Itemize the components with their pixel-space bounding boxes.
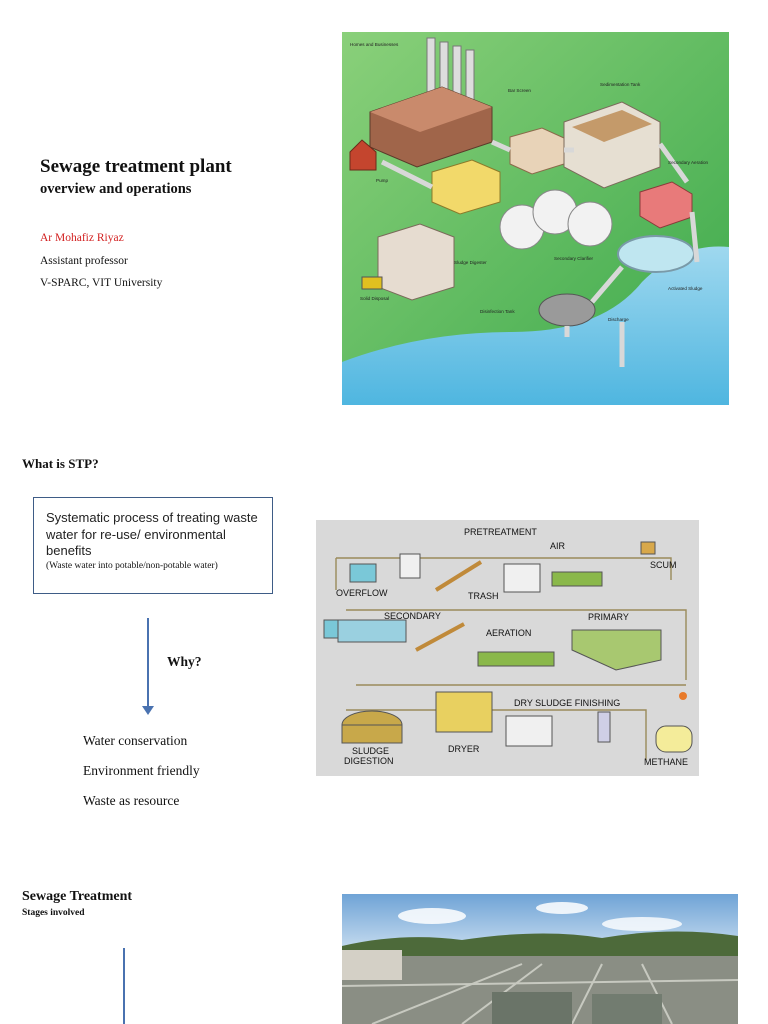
label-disinfection: Disinfection Tank bbox=[480, 309, 515, 314]
label-sludge: SLUDGE bbox=[352, 746, 389, 756]
arrow-down-icon bbox=[142, 706, 154, 715]
stages-arrow-line bbox=[123, 948, 125, 1024]
label-methane: METHANE bbox=[644, 757, 688, 767]
reason-item: Water conservation bbox=[83, 733, 188, 748]
label-secondary: SECONDARY bbox=[384, 611, 441, 621]
label-pretreatment: PRETREATMENT bbox=[464, 527, 537, 537]
author-role: Assistant professor bbox=[40, 255, 128, 267]
label-homes: Homes and Businesses bbox=[350, 42, 399, 47]
plant-photo bbox=[342, 894, 738, 1024]
slide-subtitle: overview and operations bbox=[40, 181, 192, 197]
section-heading-what-is-stp: What is STP? bbox=[22, 456, 99, 471]
why-label: Why? bbox=[167, 654, 202, 669]
label-bar-screen: Bar Screen bbox=[508, 88, 531, 93]
author-organization: V-SPARC, VIT University bbox=[40, 277, 163, 289]
plant-illustration: Homes and Businesses Bar Screen Sediment… bbox=[342, 32, 729, 405]
label-scum: SCUM bbox=[650, 560, 677, 570]
label-trash: TRASH bbox=[468, 591, 499, 601]
slide-title: Sewage treatment plant bbox=[40, 156, 232, 177]
label-pump: Pump bbox=[376, 178, 388, 183]
label-overflow: OVERFLOW bbox=[336, 588, 388, 598]
reason-item: Environment friendly bbox=[83, 763, 200, 778]
label-activated-sludge: Activated Sludge bbox=[668, 286, 703, 291]
arrow-line bbox=[147, 618, 149, 710]
label-digestion: DIGESTION bbox=[344, 756, 394, 766]
label-secondary-aeration: Secondary Aeration bbox=[668, 160, 709, 165]
label-aeration: AERATION bbox=[486, 628, 531, 638]
label-sludge-digester: Sludge Digester bbox=[454, 260, 487, 265]
author-name: Ar Mohafiz Riyaz bbox=[40, 232, 124, 244]
label-discharge: Discharge bbox=[608, 317, 629, 322]
reason-item: Waste as resource bbox=[83, 793, 180, 808]
definition-note: (Waste water into potable/non-potable wa… bbox=[46, 560, 218, 571]
section-heading-sewage-treatment: Sewage Treatment bbox=[22, 889, 133, 904]
definition-text: Systematic process of treating waste wat… bbox=[46, 510, 258, 558]
label-dryer: DRYER bbox=[448, 744, 480, 754]
label-sedimentation: Sedimentation Tank bbox=[600, 82, 641, 87]
section-subheading-stages: Stages involved bbox=[22, 908, 85, 918]
label-primary: PRIMARY bbox=[588, 612, 629, 622]
label-secondary-clarifier: Secondary Clarifier bbox=[554, 256, 594, 261]
label-air: AIR bbox=[550, 541, 566, 551]
label-dry-sludge-finishing: DRY SLUDGE FINISHING bbox=[514, 698, 620, 708]
definition-box: Systematic process of treating waste wat… bbox=[33, 497, 273, 594]
process-flow-diagram: PRETREATMENT AIR SCUM OVERFLOW TRASH SEC… bbox=[316, 520, 699, 776]
label-solid-disposal: Solid Disposal bbox=[360, 296, 389, 301]
